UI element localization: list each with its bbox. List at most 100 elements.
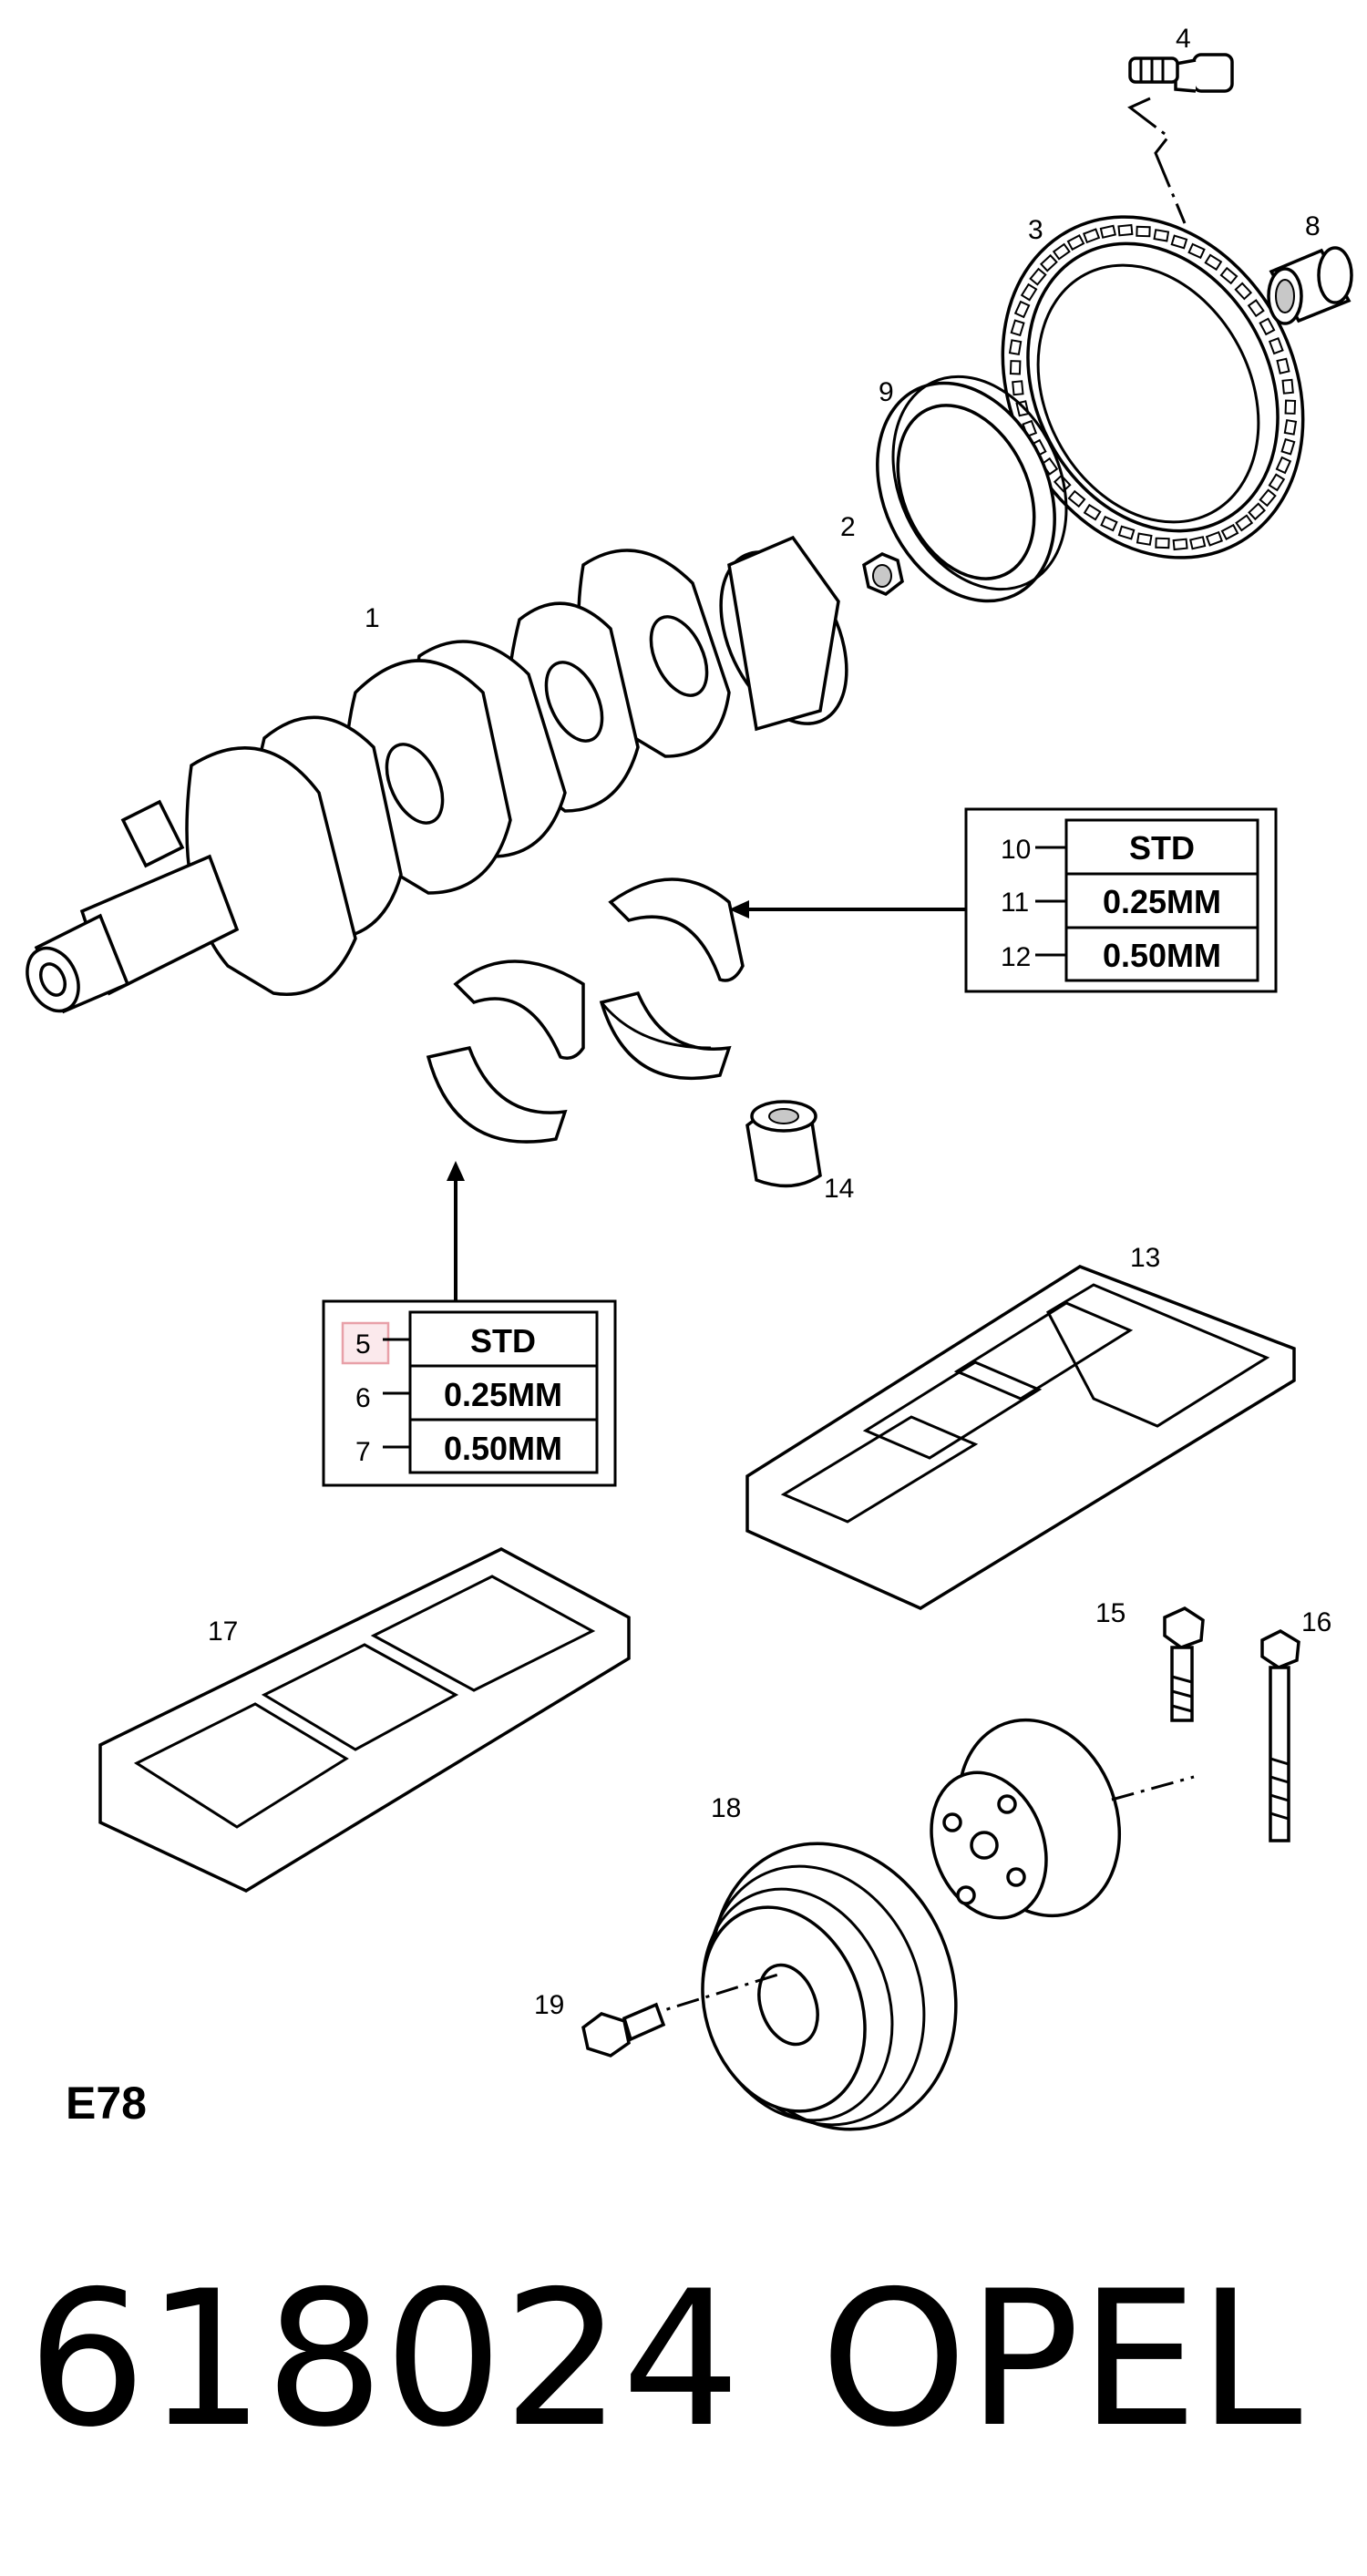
lower-row-number: 7 [355, 1437, 371, 1467]
ring-tooth [1219, 266, 1239, 285]
ring-tooth [1013, 300, 1031, 319]
part-8-bearing [1267, 246, 1353, 325]
ring-tooth [1220, 523, 1239, 540]
upper-row-size: STD [1129, 829, 1195, 867]
part-15-bolt [1163, 1606, 1205, 1722]
lower-table-row: 7 0.50MM [355, 1430, 562, 1467]
ring-tooth [1153, 229, 1170, 242]
upper-bearing-shells [426, 877, 745, 1144]
callout-8: 8 [1305, 211, 1321, 241]
callout-3: 3 [1028, 215, 1043, 245]
ring-tooth [1009, 360, 1022, 375]
upper-size-table: 10 STD 11 0.25MM 12 0.50MM [964, 807, 1278, 993]
arrow-head-upper [729, 900, 749, 919]
callout-1: 1 [365, 603, 380, 633]
ring-tooth [1234, 282, 1253, 301]
lower-row-size: STD [470, 1322, 536, 1360]
callout-17: 17 [208, 1616, 238, 1647]
ring-tooth [1259, 317, 1276, 336]
upper-table-row: 10 STD [1001, 829, 1195, 867]
diagram-code: E78 [66, 2078, 147, 2129]
ring-tooth [1281, 378, 1294, 395]
lower-row-size: 0.50MM [444, 1430, 562, 1467]
ring-tooth [1259, 488, 1277, 508]
part-9-oil-seal [876, 375, 1068, 603]
ring-tooth [1099, 224, 1116, 239]
ring-tooth [1170, 234, 1188, 250]
upper-row-number: 10 [1001, 835, 1031, 865]
part-14-thrust-bearing [745, 1100, 822, 1188]
lower-table-row: 5 STD [355, 1322, 536, 1360]
ring-tooth [1235, 514, 1254, 532]
ring-tooth [1187, 242, 1206, 260]
ring-tooth [1155, 537, 1170, 549]
brand-name: OPEL [820, 2252, 1302, 2468]
upper-table-row: 12 0.50MM [1001, 937, 1221, 974]
arrow-head-lower [447, 1161, 465, 1181]
ring-tooth [1083, 503, 1102, 521]
ring-tooth [1117, 223, 1134, 237]
ring-tooth [1205, 530, 1224, 547]
ring-tooth [1067, 489, 1086, 508]
upper-row-size: 0.50MM [1103, 937, 1221, 974]
part-4-screw [1128, 53, 1234, 93]
upper-row-number: 11 [1001, 888, 1029, 918]
part-13-gasket [745, 1265, 1296, 1610]
upper-table-row: 11 0.25MM [1001, 883, 1221, 920]
ring-tooth [1247, 299, 1265, 318]
ring-tooth [1012, 380, 1024, 396]
ring-tooth [1275, 456, 1292, 475]
part-19-bolt [581, 2002, 666, 2058]
callout-2: 2 [840, 512, 856, 542]
lower-row-number: 6 [355, 1383, 371, 1413]
upper-row-number: 12 [1001, 942, 1031, 972]
axis-line-pulley [1111, 1775, 1195, 1801]
upper-row-size: 0.25MM [1103, 883, 1221, 920]
axis-line-bolt-19 [637, 1971, 785, 2020]
callout-18: 18 [711, 1793, 741, 1823]
ring-tooth [1284, 399, 1297, 415]
ring-tooth [1276, 357, 1290, 375]
part-2-nut [862, 552, 904, 597]
ring-tooth [1248, 502, 1267, 521]
highlight-box [341, 1321, 390, 1365]
lower-size-table: 5 STD 6 0.25MM 7 0.50MM [322, 1299, 617, 1487]
callout-15: 15 [1095, 1598, 1125, 1628]
part-17-gasket [98, 1547, 631, 1893]
ring-tooth [1029, 267, 1047, 286]
ring-tooth [1020, 282, 1038, 302]
callout-19: 19 [534, 1990, 564, 2020]
ring-tooth [1283, 418, 1298, 436]
ring-tooth [1172, 538, 1188, 551]
ring-tooth [1280, 437, 1296, 456]
lower-table-grid [408, 1310, 599, 1474]
callout-14: 14 [824, 1174, 854, 1204]
ring-tooth [1039, 253, 1058, 272]
ring-tooth [1082, 228, 1101, 244]
ring-tooth [1268, 473, 1286, 492]
ring-tooth [1136, 532, 1153, 546]
lower-row-size: 0.25MM [444, 1376, 562, 1413]
ring-tooth [1066, 234, 1085, 251]
ring-tooth [1008, 339, 1023, 356]
leader-4 [1127, 97, 1187, 224]
part-18-pulley [701, 1718, 1122, 2131]
upper-table-grid [1064, 818, 1259, 982]
callout-4: 4 [1176, 24, 1191, 54]
ring-tooth [1010, 319, 1025, 337]
part-number: 618024 [27, 2252, 741, 2468]
ring-tooth [1268, 337, 1284, 355]
part-16-bolt [1260, 1629, 1300, 1842]
ring-tooth [1189, 536, 1207, 550]
lower-row-number: 5 [355, 1329, 371, 1360]
callout-16: 16 [1301, 1607, 1331, 1637]
callout-9: 9 [879, 377, 894, 407]
part-1-crankshaft [26, 535, 848, 1014]
callout-13: 13 [1130, 1243, 1160, 1273]
ring-tooth [1117, 525, 1136, 540]
ring-tooth [1136, 225, 1151, 238]
ring-tooth [1204, 253, 1223, 272]
ring-tooth [1100, 515, 1118, 532]
lower-table-row: 6 0.25MM [355, 1376, 562, 1413]
